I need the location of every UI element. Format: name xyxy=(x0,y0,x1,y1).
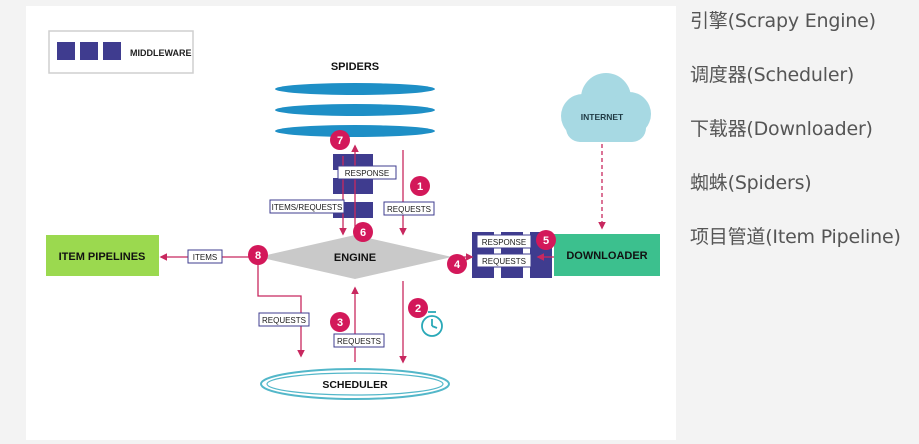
timer-icon xyxy=(421,311,443,337)
internet-label: INTERNET xyxy=(581,112,624,122)
internet-cloud: INTERNET xyxy=(561,73,651,142)
scrapy-architecture-diagram: MIDDLEWARE SPIDERS INTERNET ITEM PIPELIN… xyxy=(46,30,660,400)
component-item-spiders: 蜘蛛(Spiders) xyxy=(690,172,812,194)
step-1: 1 xyxy=(417,181,423,193)
step-badges: 1 2 3 4 5 6 7 8 xyxy=(248,130,556,332)
architecture-slide: MIDDLEWARE SPIDERS INTERNET ITEM PIPELIN… xyxy=(26,6,676,440)
step-7: 7 xyxy=(337,135,343,147)
scheduler-node: SCHEDULER xyxy=(260,368,450,400)
flow-label-requests-left: REQUESTS xyxy=(262,316,306,325)
legend-label: MIDDLEWARE xyxy=(130,48,192,58)
downloader-node: DOWNLOADER xyxy=(554,234,660,276)
step-3: 3 xyxy=(337,317,343,329)
flow-label-requests-mid: REQUESTS xyxy=(337,337,381,346)
component-item-downloader: 下载器(Downloader) xyxy=(690,118,873,140)
downloader-label: DOWNLOADER xyxy=(566,250,647,262)
legend: MIDDLEWARE xyxy=(48,30,194,74)
spiders-node: SPIDERS xyxy=(275,61,435,137)
component-item-pipeline: 项目管道(Item Pipeline) xyxy=(690,226,901,248)
scheduler-label: SCHEDULER xyxy=(322,379,388,391)
flow-labels: RESPONSE ITEMS/REQUESTS REQUESTS ITEMS R… xyxy=(187,165,532,348)
component-item-scheduler: 调度器(Scheduler) xyxy=(690,64,855,86)
item-pipelines-node: ITEM PIPELINES xyxy=(46,235,159,276)
step-2: 2 xyxy=(415,303,421,315)
step-4: 4 xyxy=(454,259,461,271)
flow-label-items: ITEMS xyxy=(193,253,217,262)
spiders-label: SPIDERS xyxy=(331,61,379,73)
component-item-engine: 引擎(Scrapy Engine) xyxy=(690,10,876,32)
step-6: 6 xyxy=(360,227,366,239)
step-5: 5 xyxy=(543,235,549,247)
flow-label-response-downloader: RESPONSE xyxy=(482,238,526,247)
flow-label-requests-downloader: REQUESTS xyxy=(482,257,526,266)
component-list: 引擎(Scrapy Engine) 调度器(Scheduler) 下载器(Dow… xyxy=(690,0,919,270)
step-8: 8 xyxy=(255,250,261,262)
flow-label-response-top: RESPONSE xyxy=(345,169,389,178)
engine-label: ENGINE xyxy=(334,252,376,264)
flow-label-items-requests: ITEMS/REQUESTS xyxy=(272,203,343,212)
flow-label-requests-spider: REQUESTS xyxy=(387,205,431,214)
item-pipelines-label: ITEM PIPELINES xyxy=(59,251,146,263)
engine-node: ENGINE xyxy=(258,235,452,279)
